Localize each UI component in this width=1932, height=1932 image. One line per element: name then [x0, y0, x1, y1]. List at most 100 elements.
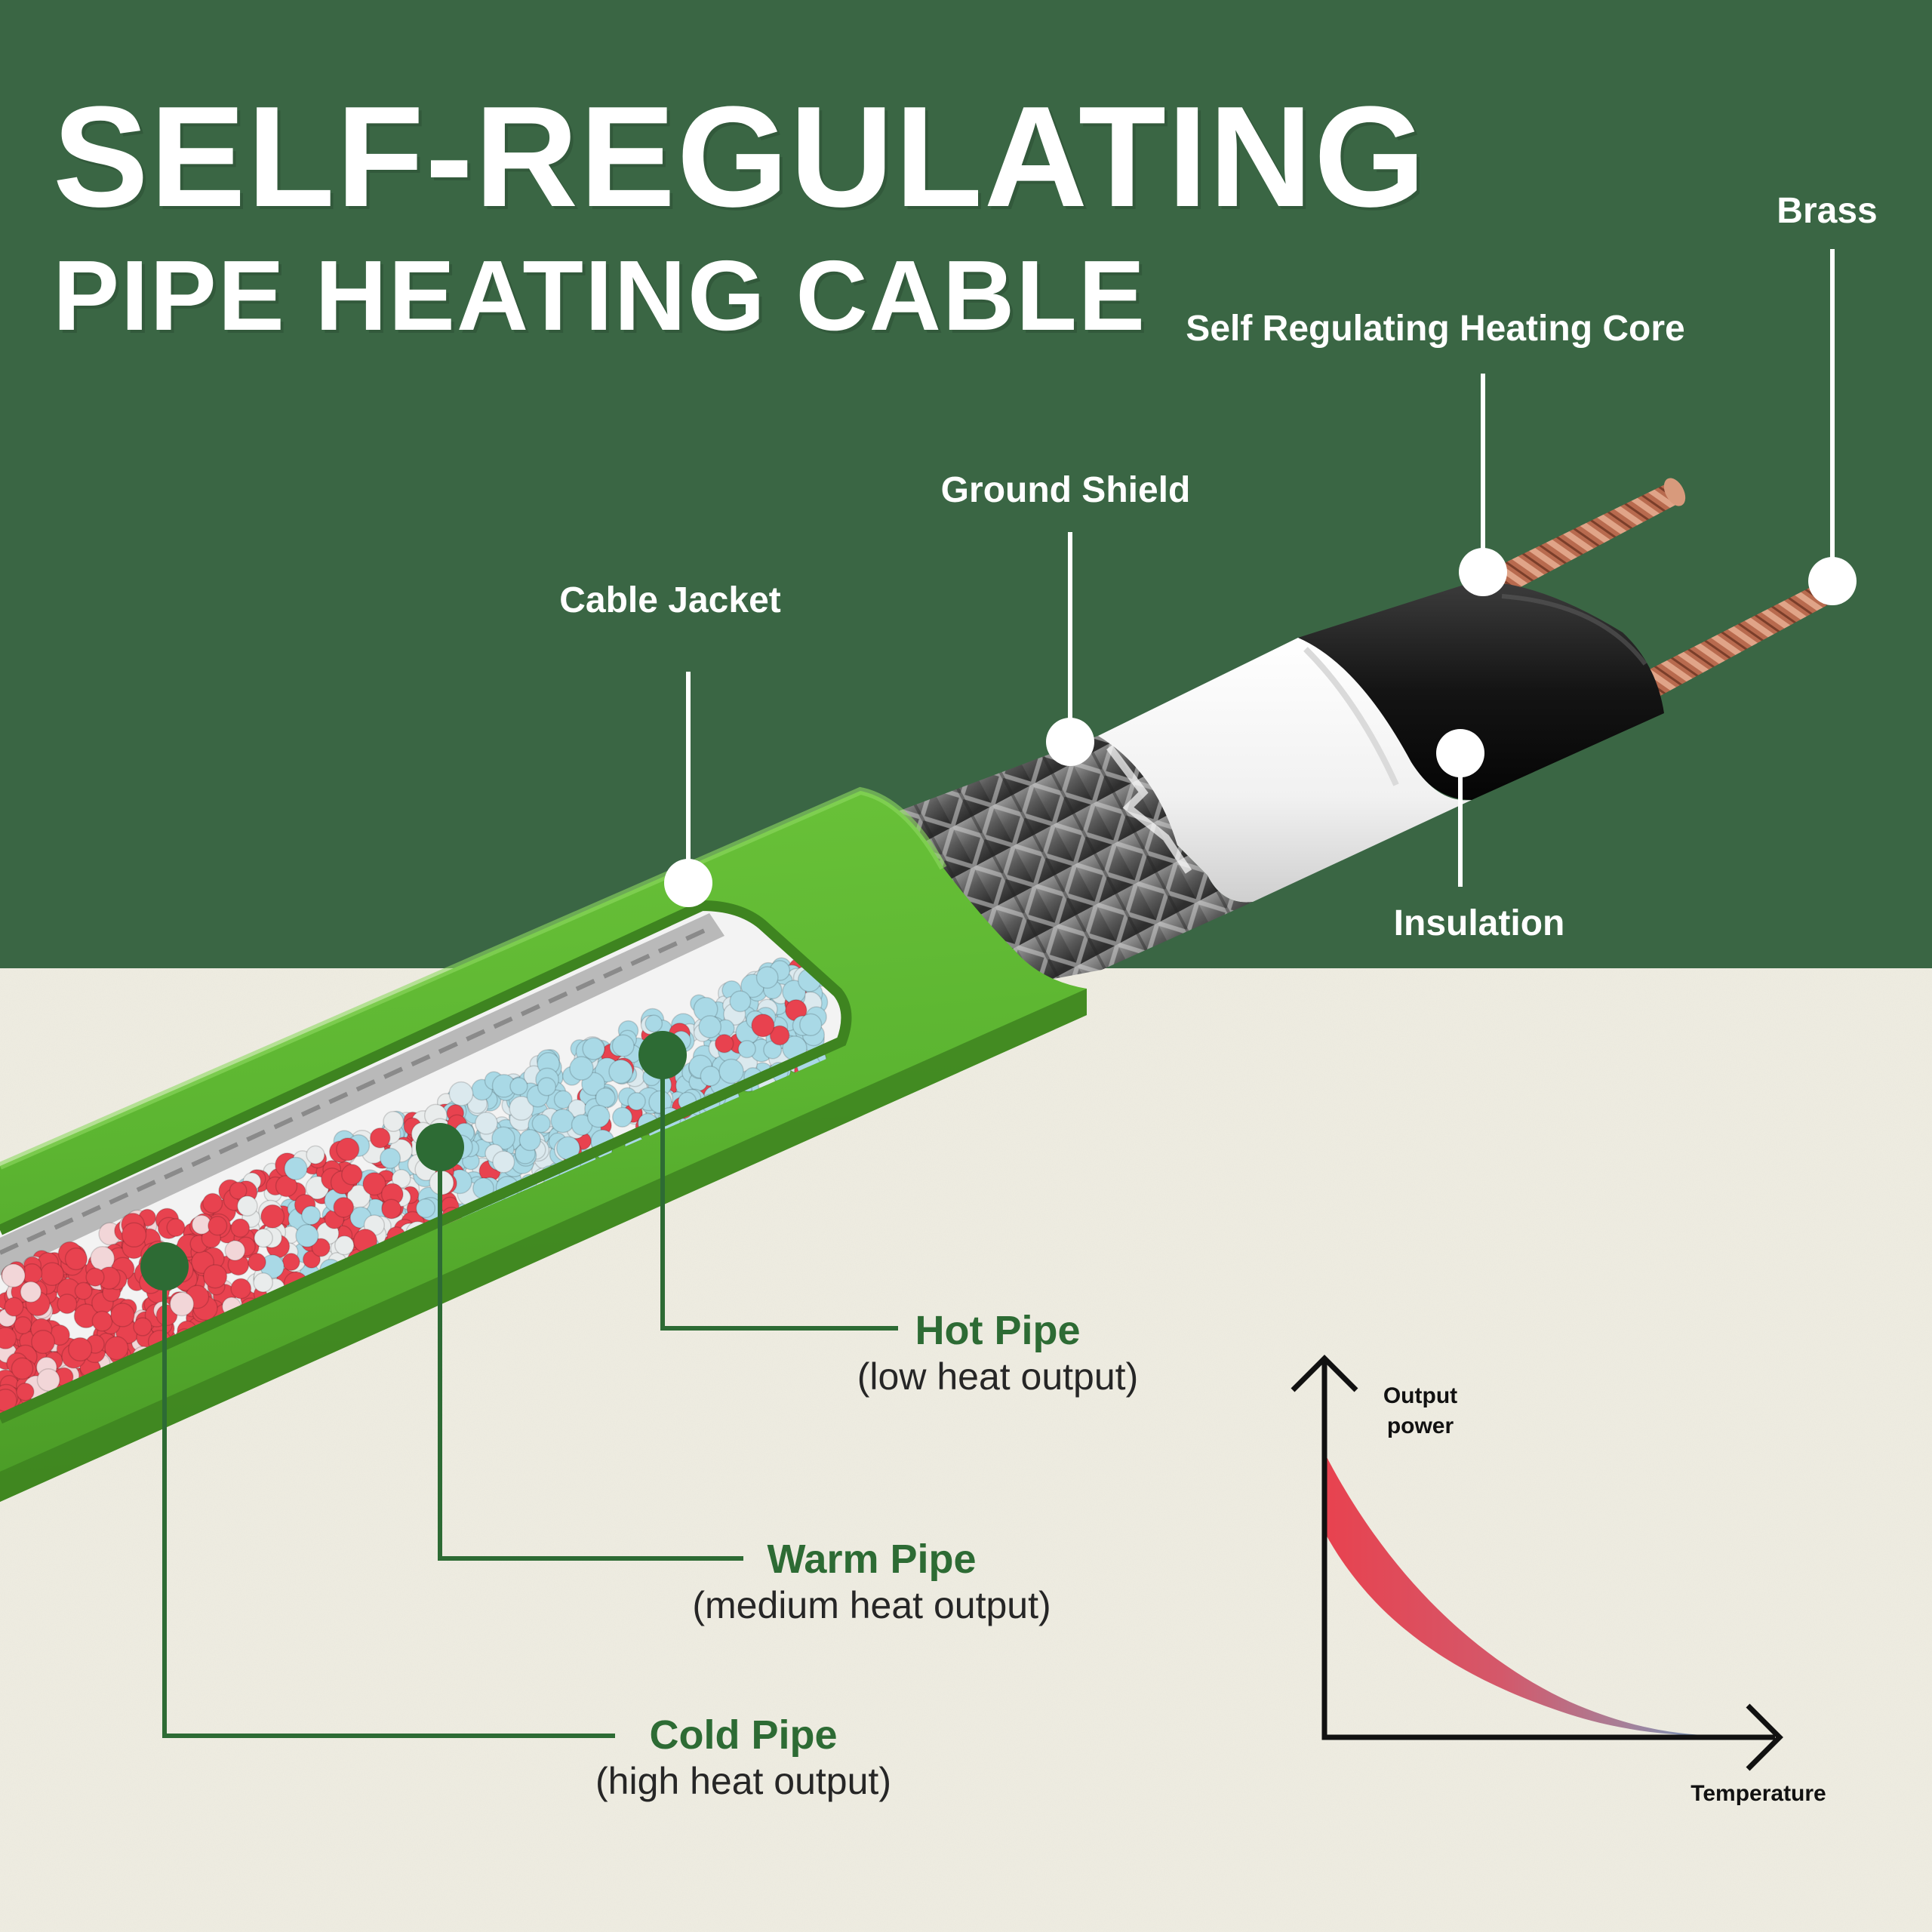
hot-pipe-name: Hot Pipe	[915, 1308, 1081, 1353]
polymer-bead	[341, 1164, 363, 1186]
polymer-bead	[11, 1357, 34, 1380]
polymer-bead	[248, 1253, 266, 1272]
cold-pipe-marker-dot	[140, 1242, 189, 1291]
polymer-bead	[595, 1088, 616, 1109]
polymer-bead	[714, 1034, 734, 1054]
polymer-bead	[509, 1095, 534, 1121]
polymer-bead	[0, 1326, 17, 1350]
polymer-bead	[391, 1169, 411, 1189]
cold-pipe-name: Cold Pipe	[649, 1712, 838, 1758]
polymer-bead	[254, 1228, 273, 1248]
polymer-bead	[611, 1034, 635, 1057]
insulation-label: Insulation	[1393, 903, 1565, 943]
polymer-bead	[586, 1104, 611, 1128]
polymer-bead	[383, 1111, 405, 1132]
polymer-bead	[36, 1367, 60, 1392]
polymer-bead	[301, 1205, 321, 1226]
x-axis-arrowhead-icon	[1746, 1703, 1783, 1771]
polymer-bead	[67, 1337, 93, 1362]
ground-shield-label: Ground Shield	[940, 470, 1191, 510]
polymer-bead	[275, 1174, 298, 1198]
ground-shield-marker-dot	[1046, 718, 1094, 766]
polymer-bead	[608, 1059, 633, 1084]
polymer-bead	[336, 1137, 360, 1161]
polymer-bead	[202, 1264, 228, 1289]
polymer-bead	[553, 1090, 573, 1109]
polymer-bead	[755, 966, 779, 989]
polymer-bead	[166, 1217, 186, 1238]
polymer-bead	[40, 1262, 64, 1287]
title-line-1: SELF-REGULATING	[53, 77, 1427, 237]
polymer-bead	[698, 1015, 722, 1038]
polymer-bead	[74, 1281, 93, 1300]
polymer-bead	[306, 1145, 325, 1164]
polymer-bead	[381, 1198, 402, 1220]
polymer-bead	[799, 1013, 823, 1036]
cold-pipe-label: Cold Pipe (high heat output)	[595, 1712, 891, 1804]
polymer-bead	[700, 1066, 721, 1087]
polymer-bead	[751, 1014, 775, 1038]
polymer-bead	[260, 1204, 285, 1229]
polymer-bead	[369, 1127, 391, 1149]
polymer-bead	[509, 1077, 528, 1096]
cold-pipe-desc: (high heat output)	[595, 1760, 891, 1802]
polymer-bead	[121, 1222, 147, 1248]
polymer-bead	[202, 1192, 223, 1214]
polymer-bead	[334, 1235, 355, 1256]
polymer-bead	[550, 1109, 575, 1134]
polymer-bead	[518, 1128, 541, 1152]
polymer-bead	[645, 1014, 663, 1033]
polymer-bead	[253, 1272, 274, 1293]
pipe-leaders	[162, 1055, 898, 1738]
polymer-bead	[14, 1316, 32, 1335]
polymer-bead	[362, 1172, 386, 1196]
hot-pipe-label: Hot Pipe (low heat output)	[857, 1307, 1138, 1399]
insulation-marker-dot	[1436, 729, 1484, 777]
polymer-bead	[208, 1216, 228, 1236]
cable-jacket-label: Cable Jacket	[559, 580, 781, 620]
polymer-bead	[627, 1091, 646, 1111]
brass-marker-dot	[1808, 557, 1857, 605]
polymer-bead	[531, 1114, 551, 1134]
polymer-bead	[302, 1250, 321, 1269]
polymer-bead	[16, 1383, 35, 1401]
polymer-bead	[4, 1297, 24, 1317]
polymer-bead	[475, 1111, 498, 1135]
warm-pipe-desc: (medium heat output)	[692, 1584, 1051, 1626]
polymer-bead	[104, 1336, 129, 1361]
polymer-bead	[230, 1278, 252, 1300]
title-line-2: PIPE HEATING CABLE	[53, 240, 1147, 351]
power-temperature-graph	[1291, 1355, 1783, 1771]
polymer-bead	[31, 1330, 56, 1355]
polymer-bead	[229, 1181, 248, 1200]
polymer-bead	[295, 1223, 319, 1247]
insulation	[1098, 638, 1472, 903]
polymer-bead	[236, 1195, 258, 1217]
polymer-bead	[1, 1263, 26, 1288]
polymer-bead	[64, 1247, 88, 1271]
polymer-bead	[311, 1238, 331, 1257]
polymer-bead	[729, 990, 752, 1013]
axis-arrow-icon	[1321, 1362, 1775, 1740]
polymer-bead	[380, 1147, 401, 1169]
polymer-bead	[718, 1058, 744, 1084]
polymer-bead	[769, 1025, 790, 1046]
polymer-bead	[537, 1077, 557, 1097]
callout-leaders	[686, 249, 1835, 887]
y-axis-label: Output power	[1383, 1383, 1458, 1438]
polymer-bead	[611, 1106, 633, 1128]
polymer-bead	[169, 1291, 195, 1317]
warm-pipe-name: Warm Pipe	[767, 1537, 977, 1582]
polymer-bead	[281, 1253, 300, 1272]
polymer-bead	[415, 1198, 436, 1219]
polymer-bead	[737, 1039, 756, 1059]
polymer-bead	[333, 1196, 355, 1218]
polymer-bead	[20, 1281, 42, 1303]
hot-pipe-desc: (low heat output)	[857, 1355, 1139, 1398]
core-label: Self Regulating Heating Core	[1186, 309, 1685, 349]
polymer-bead	[57, 1294, 78, 1315]
polymer-bead	[582, 1037, 605, 1060]
core-marker-dot	[1459, 548, 1507, 596]
heating-core	[1298, 581, 1664, 800]
